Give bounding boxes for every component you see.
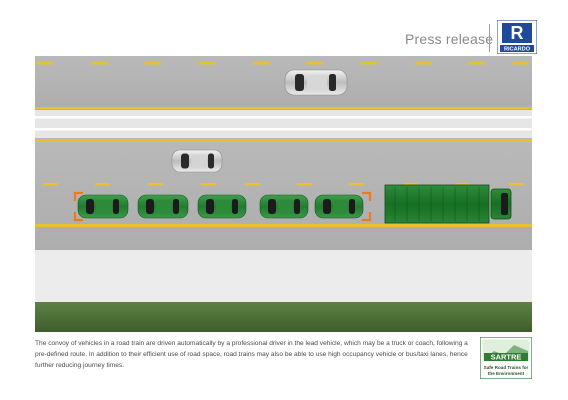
convoy-car [137, 194, 189, 219]
upper-carriageway [35, 56, 532, 110]
lead-truck [384, 184, 512, 224]
ricardo-logo-icon: R RICARDO [497, 20, 537, 54]
caption-text: The convoy of vehicles in a road train a… [35, 340, 468, 369]
oncoming-silver-car [284, 69, 348, 96]
header-divider [489, 24, 490, 52]
upper-lane-markings [35, 62, 532, 109]
logo-monogram: R [511, 23, 524, 43]
lower-edge-line-top [35, 140, 532, 142]
overtaking-silver-car [171, 149, 223, 173]
convoy-car [259, 194, 309, 219]
convoy-car [314, 194, 364, 219]
press-release-title: Press release [405, 31, 494, 47]
central-reservation [35, 110, 532, 138]
convoy-car [77, 194, 129, 219]
lower-lane-markings [43, 183, 524, 186]
badge-tagline-line2: the Environment [488, 371, 525, 376]
sartre-badge-icon: SARTRE Safe Road Trains for the Environm… [480, 337, 532, 379]
median-line-bottom [35, 128, 532, 131]
lower-edge-line-bottom [35, 224, 532, 227]
verge [35, 250, 532, 302]
convoy-bracket-icon [73, 191, 372, 222]
grass-strip [35, 302, 532, 332]
convoy-car [197, 194, 247, 219]
logo-wordmark: RICARDO [504, 47, 531, 53]
badge-name: SARTRE [491, 353, 522, 362]
badge-tagline-line1: Safe Road Trains for [484, 365, 529, 370]
road-train-illustration [35, 56, 532, 332]
median-line-top [35, 116, 532, 119]
